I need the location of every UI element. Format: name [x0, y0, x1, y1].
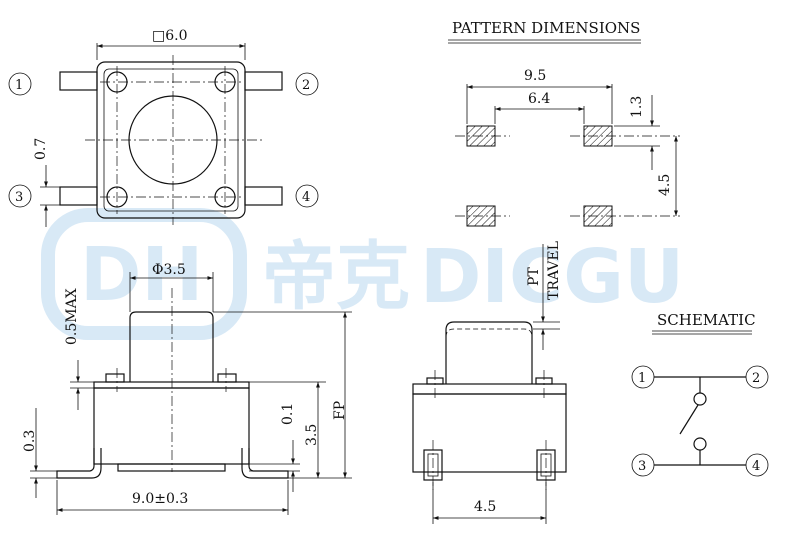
base-foot	[117, 463, 226, 472]
cover-max-label: 0.5MAX	[64, 288, 80, 345]
lead-thickness-label: 0.3	[22, 430, 38, 452]
pin-3-lead	[59, 186, 98, 206]
overall-length-label: 9.0±0.3	[132, 491, 188, 507]
body-height-label: 3.5	[304, 424, 320, 446]
width-dimension-label: □6.0	[152, 28, 188, 44]
travel-label: TRAVEL	[546, 241, 562, 300]
top-pin-2-label: 2	[302, 78, 310, 93]
front-bottom-label: 4.5	[474, 499, 496, 515]
switch-lever	[679, 404, 699, 435]
schematic-pin-4-label: 4	[752, 459, 760, 474]
pin-2-lead	[244, 71, 283, 91]
side-view: Φ3.5 0.5MAX 0.1 3.5	[22, 262, 352, 515]
watermark-cn-text: 帝克	[262, 234, 410, 320]
schematic: SCHEMATIC 1 2 3 4	[631, 311, 769, 477]
pattern-vertical-label: 4.5	[657, 174, 673, 196]
full-height-label: FP	[332, 401, 348, 420]
pin-width-label: 0.7	[33, 138, 49, 160]
pattern-outer-label: 9.5	[524, 68, 546, 84]
schematic-pin-3-label: 3	[638, 459, 646, 474]
front-view: PT TRAVEL 4.5	[412, 241, 567, 524]
pin-1-lead	[59, 71, 98, 91]
watermark-en-text: DICGU	[420, 234, 684, 320]
contact-bottom	[693, 437, 707, 451]
top-view: □6.0 0.7 1 2 3 4	[8, 28, 319, 227]
switch-body-outline	[96, 61, 246, 219]
pin-4-lead	[244, 186, 283, 206]
schematic-pin-2-label: 2	[752, 371, 760, 386]
watermark-logo-text: DH	[80, 232, 203, 318]
actuator-side	[129, 311, 214, 382]
front-body	[412, 393, 567, 473]
pattern-title: PATTERN DIMENSIONS	[452, 19, 640, 37]
front-actuator	[445, 321, 533, 384]
watermark-logo-frame	[41, 208, 247, 340]
pattern-inner-label: 6.4	[528, 91, 550, 107]
watermark: DH 帝克 DICGU	[41, 208, 684, 340]
foot-offset-label: 0.1	[280, 403, 296, 425]
pattern-dimensions: PATTERN DIMENSIONS 9.5 6.4 1.3 4.5	[448, 19, 680, 227]
pt-label: PT	[526, 267, 542, 286]
contact-top	[693, 392, 707, 406]
pattern-pad-label: 1.3	[629, 96, 645, 118]
front-cover	[412, 383, 567, 395]
top-pin-4-label: 4	[302, 190, 310, 205]
schematic-title: SCHEMATIC	[657, 311, 756, 329]
top-pin-1-label: 1	[15, 78, 23, 93]
schematic-pin-1-label: 1	[638, 371, 646, 386]
base-body	[93, 387, 250, 465]
top-pin-3-label: 3	[15, 190, 23, 205]
actuator-diameter-label: Φ3.5	[152, 262, 186, 278]
